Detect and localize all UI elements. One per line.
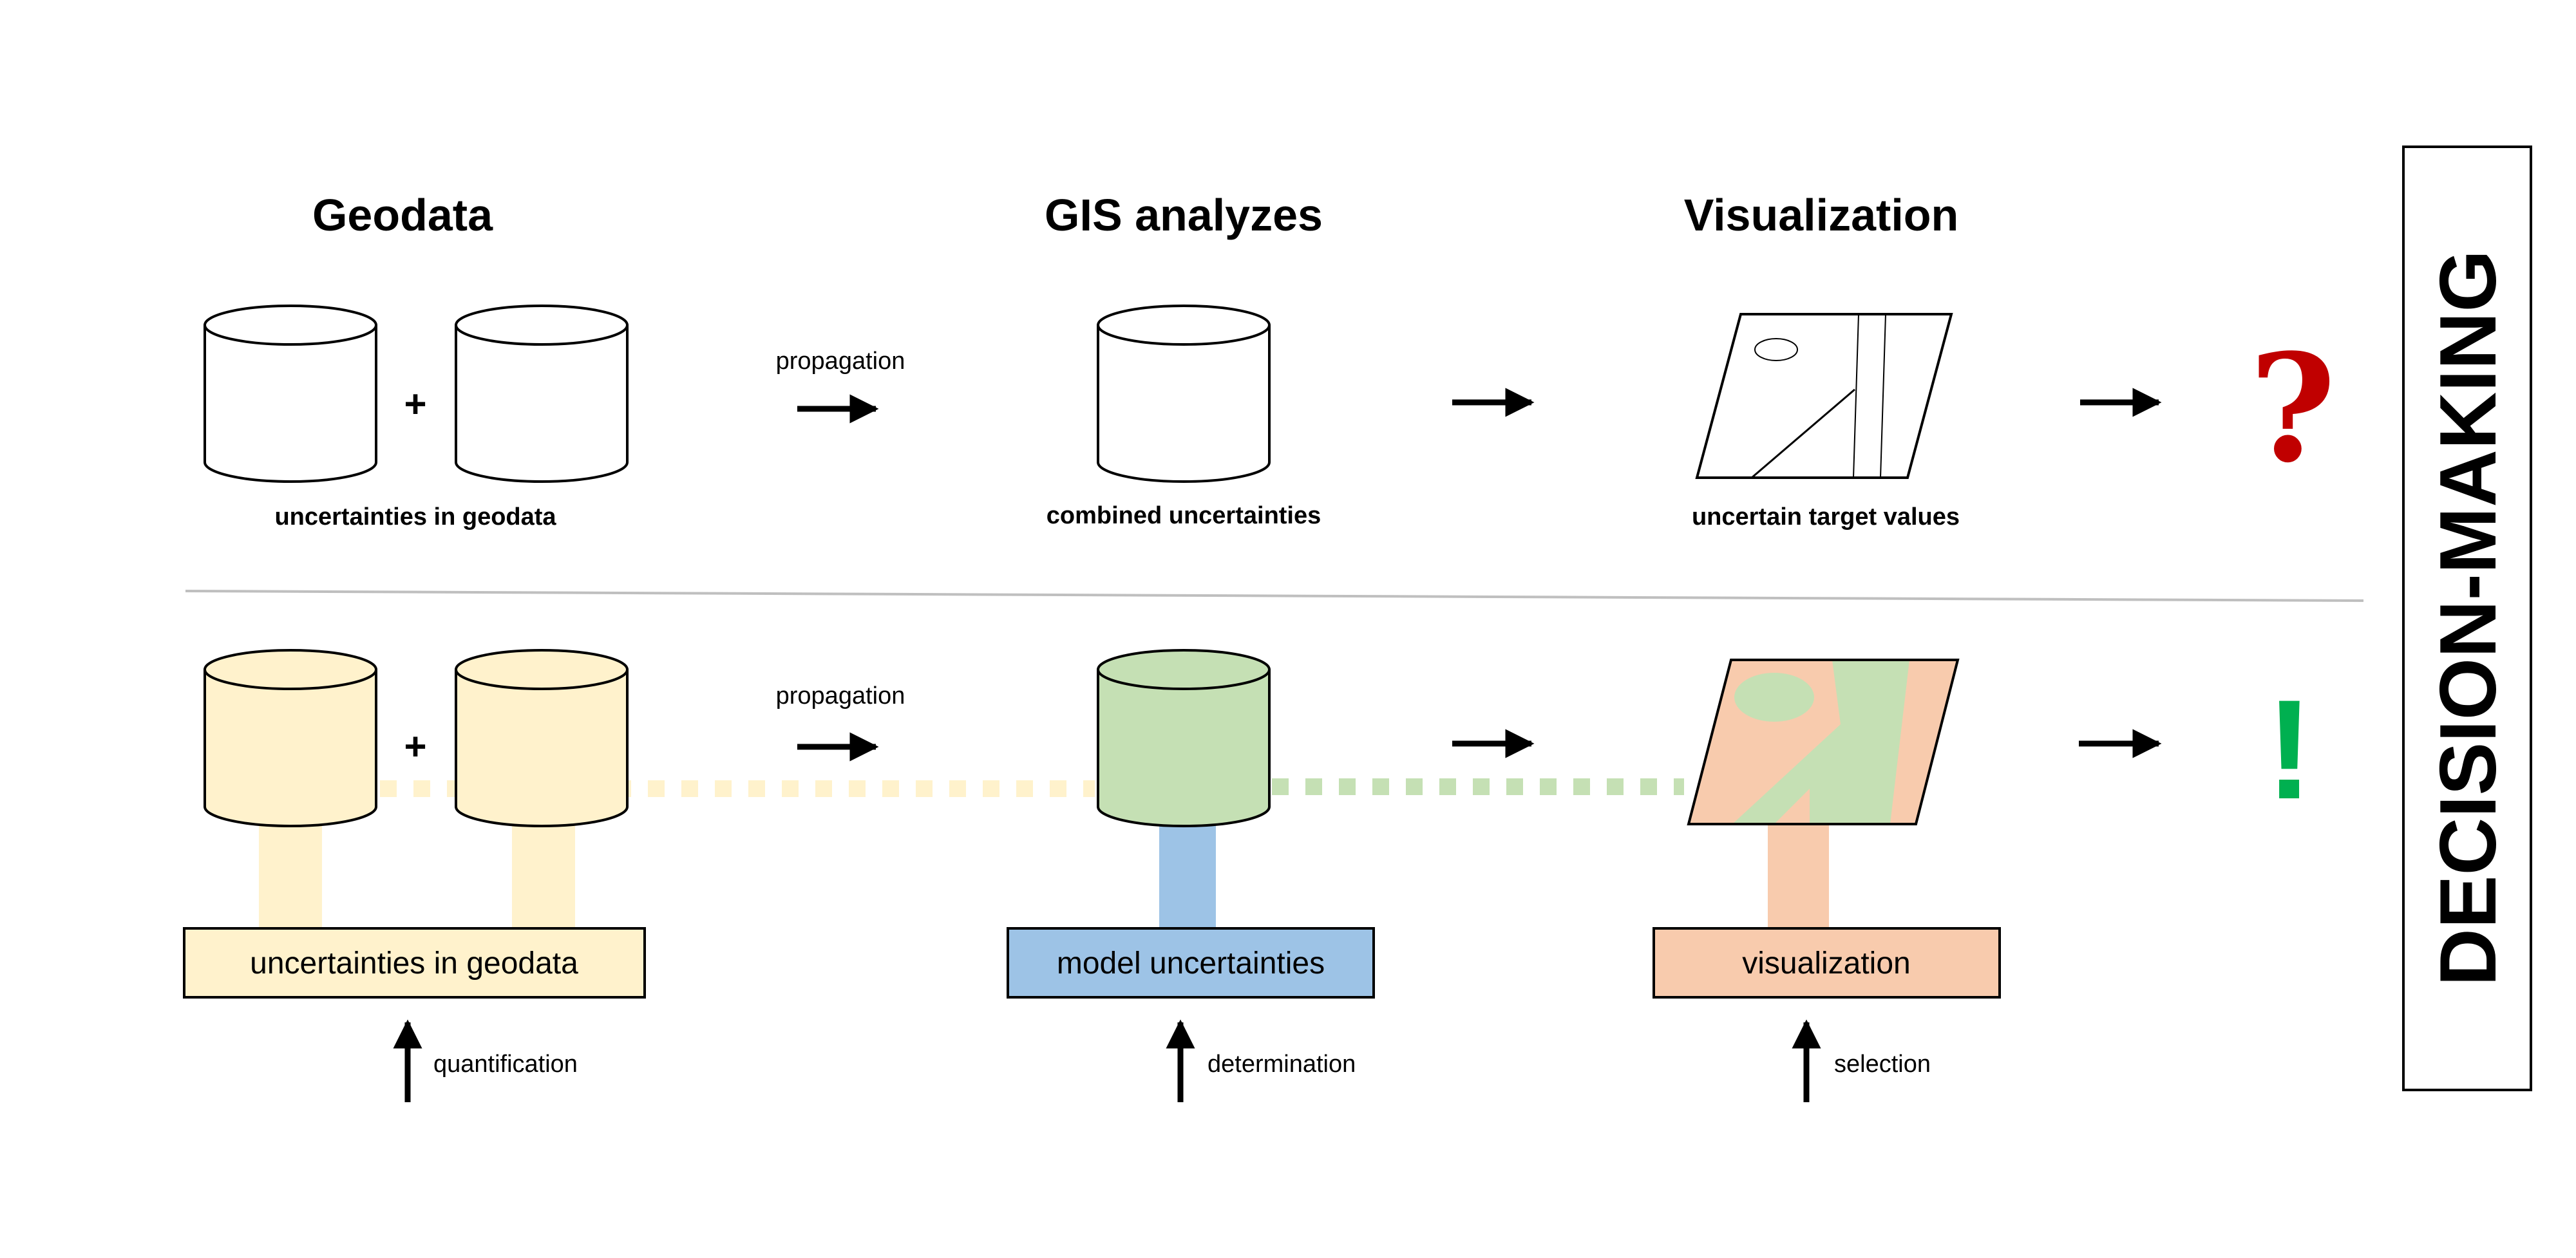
visualization-pillar bbox=[1768, 825, 1829, 932]
exclamation-mark-icon: ! bbox=[2266, 670, 2313, 829]
top-geodata-cylinder-1 bbox=[204, 305, 377, 483]
bottom-geodata-cylinder-2 bbox=[455, 649, 629, 827]
box-visualization: visualization bbox=[1653, 927, 2001, 999]
heading-gis-analyzes: GIS analyzes bbox=[1045, 190, 1323, 240]
bottom-colored-map bbox=[1687, 659, 1960, 825]
row-separator bbox=[185, 590, 2364, 602]
bottom-geodata-cylinder-1 bbox=[204, 649, 377, 827]
geodata-pillar-1 bbox=[259, 825, 322, 932]
box-visualization-label: visualization bbox=[1742, 946, 1910, 981]
determination-label: determination bbox=[1208, 1051, 1356, 1078]
box-uncertainties-in-geodata: uncertainties in geodata bbox=[183, 927, 646, 999]
decision-making-title: DECISION-MAKING bbox=[2424, 250, 2513, 986]
top-caption-visualization: uncertain target values bbox=[1692, 503, 1960, 530]
top-plus-sign: + bbox=[404, 382, 426, 426]
top-map-sheet bbox=[1695, 313, 1953, 479]
question-mark-icon: ? bbox=[2249, 322, 2336, 496]
model-pillar bbox=[1159, 825, 1216, 932]
bottom-plus-sign: + bbox=[404, 725, 426, 768]
box-model-uncertainties: model uncertainties bbox=[1007, 927, 1375, 999]
top-caption-geodata: uncertainties in geodata bbox=[274, 503, 556, 530]
box-geodata-label: uncertainties in geodata bbox=[250, 946, 578, 981]
quantification-label: quantification bbox=[433, 1051, 578, 1078]
geodata-pillar-2 bbox=[512, 825, 575, 932]
selection-label: selection bbox=[1834, 1051, 1931, 1078]
top-propagation-label: propagation bbox=[776, 348, 905, 375]
heading-geodata: Geodata bbox=[312, 190, 493, 240]
box-model-label: model uncertainties bbox=[1057, 946, 1325, 981]
bottom-gis-cylinder bbox=[1097, 649, 1271, 827]
decision-making-panel: DECISION-MAKING bbox=[2402, 146, 2532, 1091]
top-geodata-cylinder-2 bbox=[455, 305, 629, 483]
top-gis-cylinder bbox=[1097, 305, 1271, 483]
heading-visualization: Visualization bbox=[1684, 190, 1959, 240]
top-caption-gis: combined uncertainties bbox=[1046, 502, 1321, 529]
bottom-propagation-label: propagation bbox=[776, 682, 905, 709]
